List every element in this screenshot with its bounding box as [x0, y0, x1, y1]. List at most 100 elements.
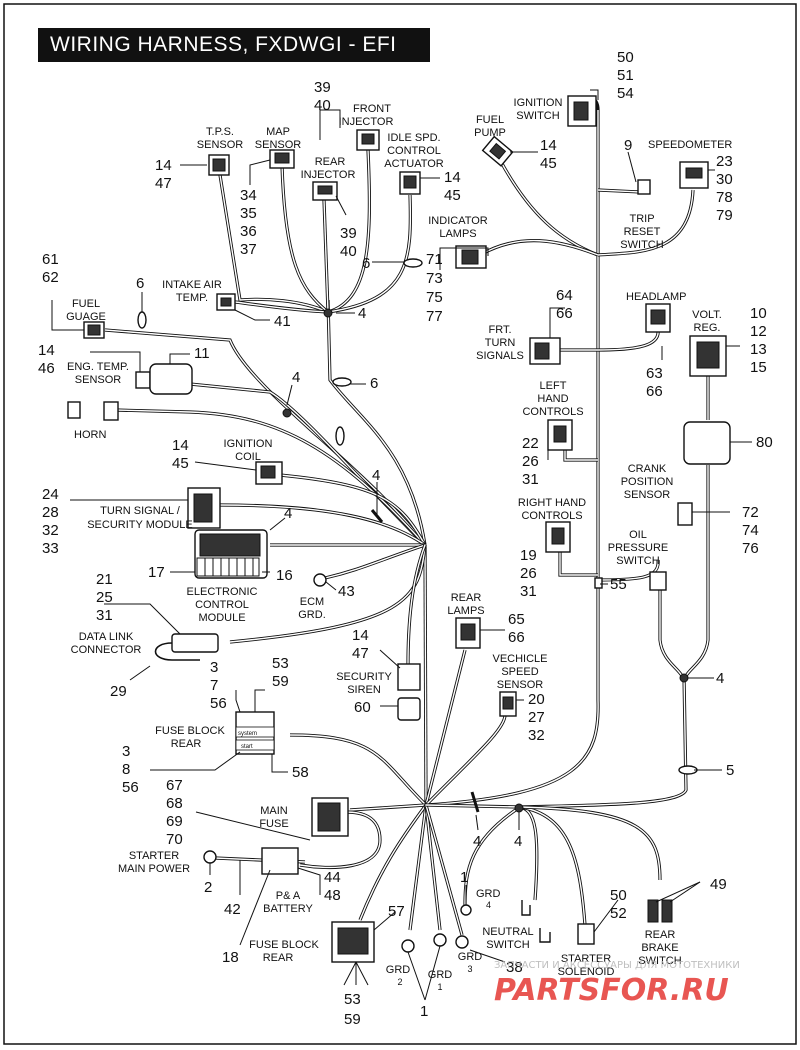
- starter-terminal: [203, 850, 217, 864]
- fuse-system-label: system: [238, 731, 257, 737]
- wire-rear-brake: [519, 805, 662, 881]
- callout-six-c: 6: [370, 375, 378, 392]
- callout-ecm-grd: 43: [338, 583, 355, 600]
- callout-four-b: 4: [292, 369, 300, 386]
- leader-lines: [51, 89, 752, 1001]
- pa-battery-block: [261, 847, 299, 875]
- watermark: ЗАПЧАСТИ И АКСЕССУАРЫ ДЛЯ МОТОТЕХНИКИ PA…: [494, 960, 740, 1008]
- oil-pressure-switch: [649, 571, 667, 591]
- callout-grd4-1: 1: [460, 869, 468, 886]
- clip-6fg: [137, 311, 147, 329]
- grd3-ring: [455, 935, 469, 949]
- horn-connector: [67, 401, 81, 419]
- clip-55: [594, 577, 603, 589]
- label-headlamp: HEADLAMP: [626, 291, 687, 303]
- callout-fb-58: 58: [292, 764, 309, 781]
- callout-dl-29: 29: [110, 683, 127, 700]
- callout-four-g: 4: [514, 833, 522, 850]
- diagram-title: WIRING HARNESS, FXDWGI - EFI: [38, 28, 430, 62]
- callout-ecm-17: 17: [148, 564, 165, 581]
- starter-solenoid: [577, 923, 595, 945]
- clips: [137, 258, 698, 813]
- grd4-ring: [460, 904, 472, 916]
- callout-rear-brake: 49: [710, 876, 727, 893]
- clip-4b: [282, 408, 292, 418]
- clip-4e: [679, 673, 689, 683]
- callout-oil: 55: [610, 576, 627, 593]
- label-turn-signal: TURN SIGNAL /SECURITY MODULE: [87, 505, 193, 531]
- wire-regulator-run: [519, 675, 688, 809]
- callout-ecm-16: 16: [276, 567, 293, 584]
- callout-intake: 41: [274, 313, 291, 330]
- callout-neutral-38: 38: [506, 959, 523, 976]
- components: system start: [67, 95, 731, 963]
- eng-temp-sensor: [135, 371, 151, 389]
- wire-headlamp: [597, 329, 660, 352]
- callout-siren-60: 60: [354, 699, 371, 716]
- label-horn: HORN: [74, 429, 106, 441]
- watermark-subtitle: ЗАПЧАСТИ И АКСЕССУАРЫ ДЛЯ МОТОТЕХНИКИ: [494, 960, 740, 971]
- label-tps: T.P.S.SENSOR: [197, 126, 244, 151]
- callout-four-c: 4: [372, 467, 380, 484]
- callout-six-top: 6: [362, 255, 370, 272]
- callout-four-a: 4: [358, 305, 366, 322]
- callout-fb-18: 18: [222, 949, 239, 966]
- clip-4g: [514, 803, 524, 813]
- label-volt-reg: VOLT.REG.: [692, 309, 722, 334]
- left-hand-connector: [547, 419, 573, 451]
- clip-4f: [470, 791, 480, 813]
- callout-eleven: 11: [194, 345, 210, 362]
- page-border: [3, 3, 797, 1045]
- neutral-switch: [539, 928, 551, 943]
- callout-six-fg: 6: [136, 275, 144, 292]
- callout-grd-1: 1: [420, 1003, 428, 1020]
- ecm-ground-terminal: [313, 573, 327, 587]
- callout-trip: 9: [624, 137, 632, 154]
- callout-batt-42: 42: [224, 901, 241, 918]
- label-eng-temp: ENG. TEMP.SENSOR: [67, 361, 129, 386]
- neutral-connector: [521, 900, 531, 916]
